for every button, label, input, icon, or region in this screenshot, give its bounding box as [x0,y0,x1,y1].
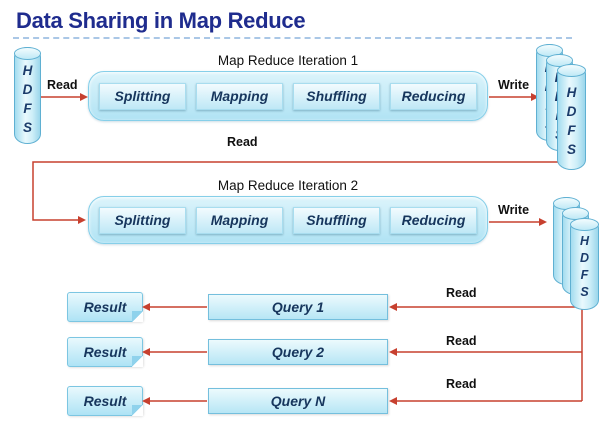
hdfs-letter: H [22,63,33,78]
hdfs-letter: F [580,268,589,282]
write-label-2: Write [498,203,530,217]
query2-arrowhead [389,348,397,356]
mid-read-line [32,161,574,221]
page-title: Data Sharing in Map Reduce [16,8,306,33]
iteration1-container: Splitting Mapping Shuffling Reducing [88,71,488,121]
hdfs-letter: S [566,142,576,157]
write-arrowhead-2 [539,218,547,226]
result-box-2: Result [67,337,143,367]
hdfs-letter: F [567,123,576,138]
query1-arrowhead [389,303,397,311]
hdfs-letter: D [22,82,33,97]
stage-splitting: Splitting [99,206,186,234]
iteration1-title: Map Reduce Iteration 1 [217,53,359,68]
stage-reducing: Reducing [390,82,477,110]
write-label-1: Write [498,78,530,92]
iteration2-container: Splitting Mapping Shuffling Reducing [88,196,488,244]
title-underline-divider [13,37,572,39]
query-box-2: Query 2 [208,339,388,365]
stage-shuffling: Shuffling [293,206,380,234]
stage-reducing: Reducing [390,206,477,234]
hdfs-letter: D [566,104,577,119]
stage-mapping: Mapping [196,206,283,234]
write-arrowhead-1 [531,93,539,101]
read-label-query2: Read [446,334,477,348]
query-box-N: Query N [208,388,388,414]
hdfs-cylinder-source: H D F S [13,46,42,144]
stage-splitting: Splitting [99,82,186,110]
hdfs-label: H D F S [15,48,40,137]
result3-arrowhead [142,397,150,405]
queryN-arrowhead [389,397,397,405]
hdfs-letter: H [566,85,577,100]
stage-mapping: Mapping [196,82,283,110]
stage-shuffling: Shuffling [293,82,380,110]
hdfs-letter: D [579,251,590,265]
query-box-1: Query 1 [208,294,388,320]
hdfs-letter: S [22,120,32,135]
read-label-queryN: Read [446,377,477,391]
read-label-1: Read [47,78,78,92]
hdfs-label: H D F S [571,219,598,301]
mid-read-arrowhead [78,216,86,224]
result2-arrowhead [142,348,150,356]
hdfs-letter: H [579,234,590,248]
hdfs-letter: F [23,101,32,116]
iteration2-title: Map Reduce Iteration 2 [217,178,359,193]
read-label-query1: Read [446,286,477,300]
hdfs-cylinder-stack2-front: H D F S [569,217,600,310]
hdfs-label: H D F S [558,65,585,159]
hdfs-cylinder-stack1-front: H D F S [556,63,587,170]
mid-read-label: Read [227,135,258,149]
read-arrowhead-1 [80,93,88,101]
hdfs-letter: S [580,285,589,299]
result1-arrowhead [142,303,150,311]
